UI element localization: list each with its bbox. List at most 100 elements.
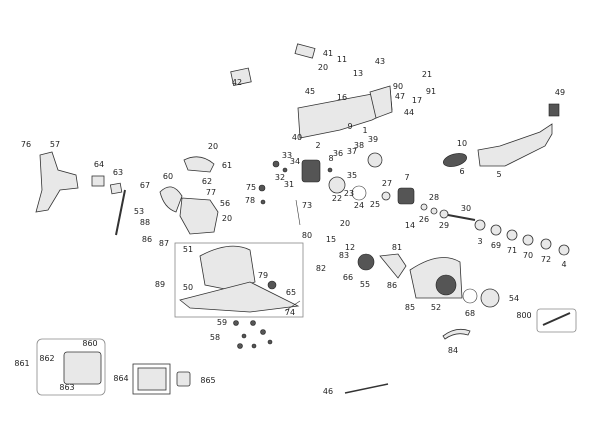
insert-864 <box>137 367 167 391</box>
part-label: 27 <box>381 179 393 188</box>
part-label: 67 <box>139 181 151 190</box>
part-label: 77 <box>205 188 217 197</box>
part-49 <box>548 103 560 117</box>
part-label: 69 <box>490 241 502 250</box>
cover-54 <box>480 288 500 308</box>
part-label: 5 <box>496 170 502 179</box>
part-label: 15 <box>325 235 337 244</box>
accessory-box-800 <box>536 308 577 333</box>
part-label: 61 <box>221 161 233 170</box>
part-label: 76 <box>20 140 32 149</box>
part-label: 65 <box>285 288 297 297</box>
part-label: 8 <box>328 154 334 163</box>
part-label: 56 <box>219 199 231 208</box>
part-label: 6 <box>459 167 465 176</box>
part-label: 37 <box>346 147 358 156</box>
part-label: 11 <box>336 55 348 64</box>
rod-46 <box>344 383 389 394</box>
guard-56 <box>179 197 219 235</box>
part-label: 17 <box>411 96 423 105</box>
part-64 <box>91 175 105 187</box>
part-label: 30 <box>460 204 472 213</box>
bearing-row <box>420 203 570 256</box>
part-label: 75 <box>245 183 257 192</box>
part-label: 78 <box>244 196 256 205</box>
part-label: 80 <box>301 231 313 240</box>
guard-hub <box>435 274 457 296</box>
part-label: 68 <box>464 309 476 318</box>
assembly-89-box <box>174 242 304 318</box>
part-label: 2 <box>315 141 321 150</box>
part-label: 14 <box>404 221 416 230</box>
part-label: 45 <box>304 87 316 96</box>
part-label: 20 <box>339 219 351 228</box>
part-label: 43 <box>374 57 386 66</box>
lever-53 <box>115 189 126 236</box>
part-label: 20 <box>317 63 329 72</box>
part-label: 29 <box>438 221 450 230</box>
part-label: 39 <box>367 135 379 144</box>
part-label: 35 <box>346 171 358 180</box>
part-label: 62 <box>201 177 213 186</box>
cover-61 <box>183 156 215 173</box>
part-label: 83 <box>338 251 350 260</box>
kit-box-861 <box>36 338 106 396</box>
part-label: 861 <box>14 359 30 368</box>
part-label: 73 <box>301 201 313 210</box>
label-41 <box>294 43 316 59</box>
part-label: 87 <box>158 239 170 248</box>
part-label: 3 <box>477 237 483 246</box>
part-label: 50 <box>182 283 194 292</box>
part-label: 1 <box>362 126 368 135</box>
part-label: 59 <box>216 318 228 327</box>
part-label: 865 <box>200 376 216 385</box>
part-label: 31 <box>283 180 295 189</box>
part-label: 54 <box>508 294 520 303</box>
part-label: 7 <box>404 173 410 182</box>
gear-housing-7 <box>397 187 415 205</box>
part-label: 23 <box>343 189 355 198</box>
part-label: 800 <box>516 311 532 320</box>
field-housing <box>477 123 553 167</box>
part-label: 81 <box>391 243 403 252</box>
part-label: 64 <box>93 160 105 169</box>
part-865 <box>176 371 191 387</box>
washer-27 <box>381 191 391 201</box>
part-label: 55 <box>359 280 371 289</box>
part-label: 74 <box>284 308 296 317</box>
part-label: 12 <box>344 243 356 252</box>
label-42 <box>230 67 252 86</box>
part-label: 86 <box>141 235 153 244</box>
part-label: 4 <box>561 260 567 269</box>
part-label: 13 <box>352 69 364 78</box>
part-label: 40 <box>291 133 303 142</box>
part-label: 33 <box>281 151 293 160</box>
part-label: 85 <box>404 303 416 312</box>
part-label: 22 <box>331 194 343 203</box>
part-label: 28 <box>428 193 440 202</box>
case-860 <box>63 351 102 385</box>
part-label: 9 <box>347 122 353 131</box>
part-label: 82 <box>315 264 327 273</box>
part-label: 51 <box>182 245 194 254</box>
part-label: 60 <box>162 172 174 181</box>
armature <box>443 153 467 167</box>
fasteners <box>233 160 333 349</box>
part-label: 36 <box>332 149 344 158</box>
part-label: 16 <box>336 93 348 102</box>
part-label: 47 <box>394 92 406 101</box>
part-label: 44 <box>403 108 415 117</box>
part-label: 89 <box>154 280 166 289</box>
part-label: 25 <box>369 200 381 209</box>
part-label: 42 <box>231 78 243 87</box>
shoe-plate <box>179 281 300 313</box>
part-63 <box>109 182 123 195</box>
part-label: 862 <box>39 354 55 363</box>
part-label: 71 <box>506 246 518 255</box>
blade-55 <box>357 253 375 271</box>
handle-57 <box>35 151 79 213</box>
housing-end <box>369 85 393 119</box>
ring-68 <box>462 288 478 304</box>
